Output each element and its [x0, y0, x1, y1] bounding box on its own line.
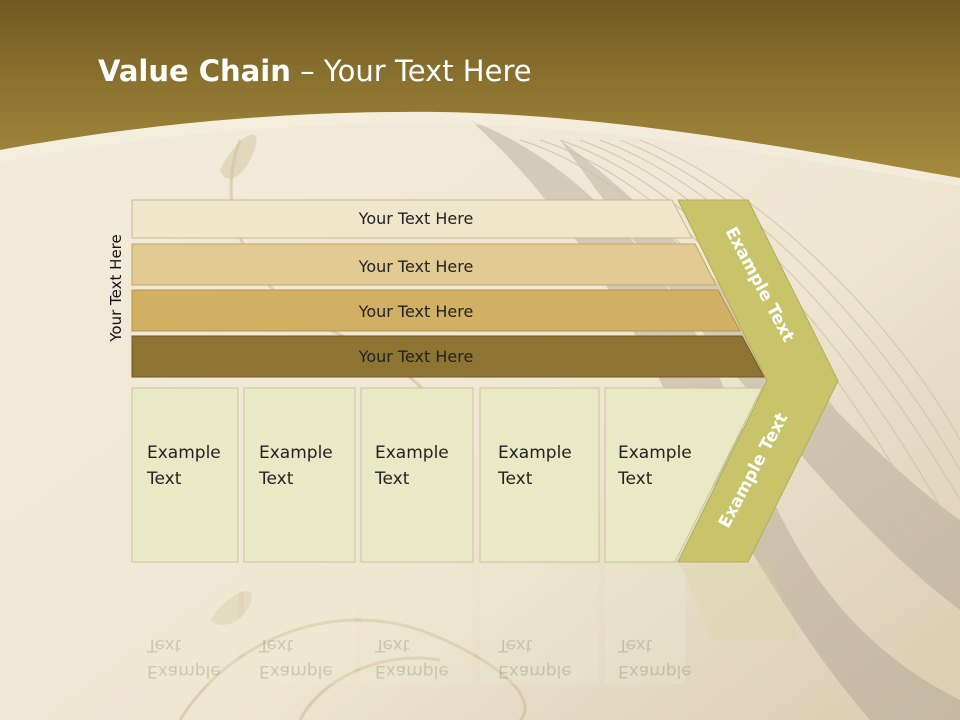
title-rest: – Your Text Here: [290, 54, 532, 88]
box-4-reflection-line1: Example: [498, 661, 572, 681]
bar-4-label: Your Text Here: [358, 347, 474, 366]
box-5-line1: Example: [618, 443, 692, 463]
bar-1: [131, 199, 693, 239]
chevron: [677, 199, 839, 563]
page-title: Value Chain – Your Text Here: [98, 54, 532, 88]
box-1-reflection-line2: Text: [147, 635, 182, 655]
box-4: [479, 387, 600, 563]
box-5: [604, 387, 763, 563]
box-1-reflection: Example Text: [147, 632, 221, 684]
bar-3: [131, 289, 741, 332]
title-bold: Value Chain: [98, 54, 291, 88]
box-2-reflection-line2: Text: [259, 635, 294, 655]
bar-2: [131, 243, 717, 286]
box-2-reflection-line1: Example: [259, 661, 333, 681]
box-4-reflection: Example Text: [498, 632, 572, 684]
bar-2-label: Your Text Here: [358, 257, 474, 276]
box-5-reflection-line1: Example: [618, 661, 692, 681]
box-2-line1: Example: [259, 443, 333, 463]
box-4-line1: Example: [498, 443, 572, 463]
box-3-reflection: Example Text: [375, 632, 449, 684]
box-4-line2: Text: [498, 469, 533, 489]
box-1-line1: Example: [147, 443, 221, 463]
box-3-line1: Example: [375, 443, 449, 463]
bar-3-label: Your Text Here: [358, 302, 474, 321]
box-5-line2: Text: [618, 469, 653, 489]
box-5-reflection: Example Text: [618, 632, 692, 684]
box-3: [360, 387, 474, 563]
box-5-reflection-line2: Text: [618, 635, 653, 655]
bar-4: [131, 335, 765, 378]
box-4-reflection-line2: Text: [498, 635, 533, 655]
box-3-reflection-line1: Example: [375, 661, 449, 681]
box-1: [131, 387, 239, 563]
box-reflections: [132, 564, 800, 684]
box-1-reflection-line1: Example: [147, 661, 221, 681]
box-2-reflection: Example Text: [259, 632, 333, 684]
bar-1-label: Your Text Here: [358, 209, 474, 228]
box-2-line2: Text: [259, 469, 294, 489]
box-2: [243, 387, 356, 563]
box-3-reflection-line2: Text: [375, 635, 410, 655]
box-1-line2: Text: [147, 469, 182, 489]
box-3-line2: Text: [375, 469, 410, 489]
